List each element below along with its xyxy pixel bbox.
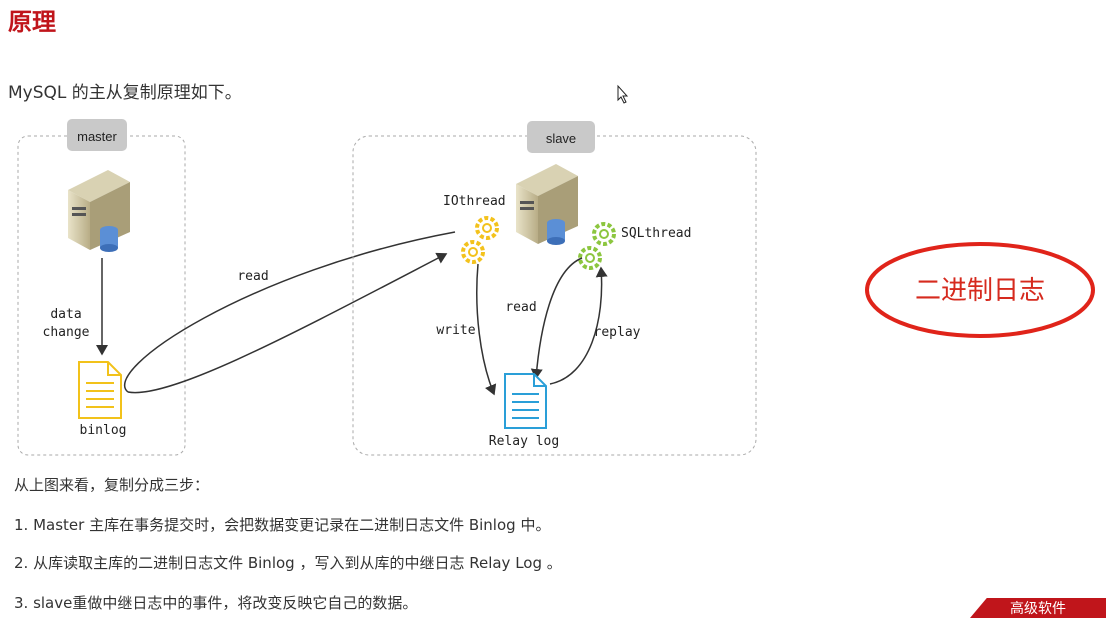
steps-intro: 从上图来看，复制分成三步：: [14, 476, 210, 494]
sqlthread-label: SQLthread: [621, 226, 691, 241]
step-3: 3. slave重做中继日志中的事件，将改变反映它自己的数据。: [14, 594, 418, 612]
write-arrow: [476, 263, 497, 396]
step-2: 2. 从库读取主库的二进制日志文件 Binlog ，写入到从库的中继日志 Rel…: [14, 554, 562, 572]
replication-diagram: master data change binlog read slave: [17, 84, 1095, 456]
read-label: read: [237, 269, 268, 284]
slave-tag: slave: [527, 121, 595, 153]
page-subtitle: MySQL 的主从复制原理如下。: [8, 83, 242, 103]
mouse-cursor-icon: [617, 84, 629, 104]
master-label: master: [77, 129, 117, 144]
relay-read-label: read: [505, 300, 536, 315]
relaylog-label: Relay log: [489, 434, 559, 449]
step-1: 1. Master 主库在事务提交时，会把数据变更记录在二进制日志文件 Binl…: [14, 516, 551, 534]
data-change-label-1: data: [50, 307, 81, 322]
slave-server-icon: [516, 164, 578, 245]
relay-read-arrow: [530, 257, 583, 380]
read-loop-upper: [123, 231, 456, 393]
annotation-oval: [865, 242, 1095, 338]
slave-label: slave: [546, 131, 576, 146]
read-arrow: [127, 252, 448, 394]
annotation-text: 二进制日志: [915, 276, 1045, 306]
master-tag: master: [67, 119, 127, 151]
sqlthread-gear-icon: [578, 222, 616, 270]
relaylog-file-icon: [504, 373, 547, 429]
master-server-icon: [68, 170, 130, 252]
write-label: write: [436, 323, 475, 338]
data-change-label-2: change: [43, 325, 90, 340]
replay-arrow: [549, 266, 608, 385]
page-title: 原理: [8, 8, 56, 36]
iothread-label: IOthread: [443, 194, 506, 209]
brand-banner: 高级软件: [970, 598, 1106, 618]
binlog-label: binlog: [80, 423, 127, 438]
iothread-gear-icon: [461, 216, 499, 264]
binlog-file-icon: [78, 361, 122, 419]
replay-label: replay: [594, 325, 641, 340]
